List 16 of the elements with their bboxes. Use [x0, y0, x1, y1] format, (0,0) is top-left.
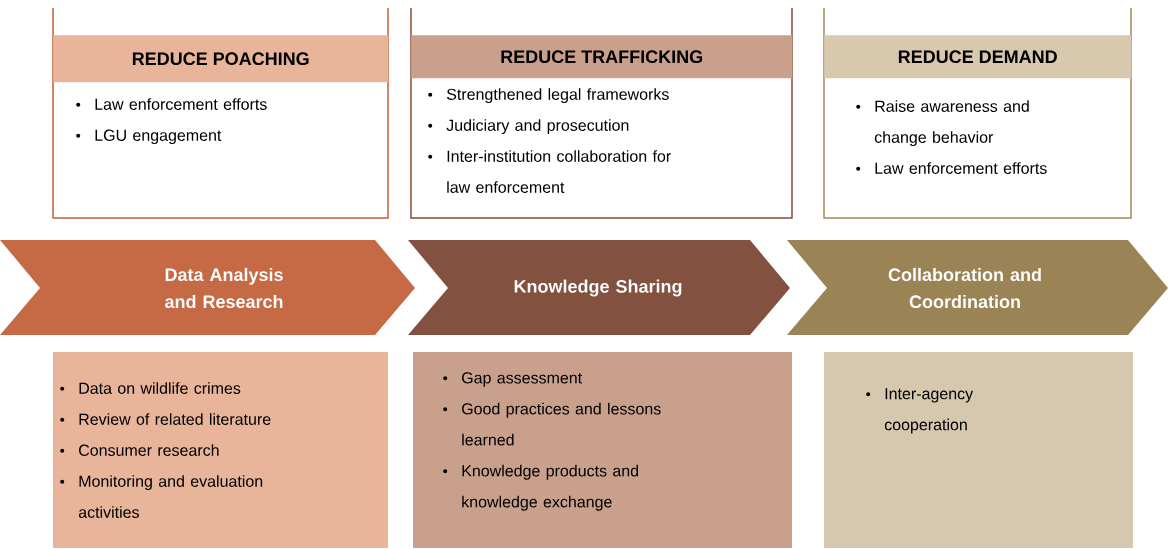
chevron-banner: Knowledge Sharing: [408, 240, 790, 335]
chevron-banner: Collaboration and Coordination: [787, 240, 1168, 335]
text-box: Data on wildlife crimes Review of related literature Consumer research Monitoring and evaluation activities: [53, 352, 388, 548]
node-label: Strengthened legal frameworks: [446, 88, 669, 104]
node-label: Judiciary and prosecution: [446, 119, 629, 135]
text-box: Gap assessment Good practices and lessons learned Knowledge products and knowledge exchange: [413, 352, 792, 548]
node-label: Law enforcement efforts: [95, 98, 267, 110]
node-label: LGU engagement: [95, 129, 222, 145]
header-band: REDUCE DEMAND: [824, 35, 1132, 79]
header-band: REDUCE POACHING: [53, 35, 389, 83]
header-band: REDUCE TRAFFICKING: [411, 35, 793, 79]
node-label: Raise awareness and change behavior: [874, 100, 1029, 147]
text-box: Inter-agency cooperation: [824, 352, 1133, 548]
node-label: Law enforcement efforts: [875, 162, 1047, 174]
chevron-banner: Data Analysis and Research: [0, 240, 415, 335]
node-label: Inter-institution collaboration for law enforcement: [447, 150, 671, 193]
